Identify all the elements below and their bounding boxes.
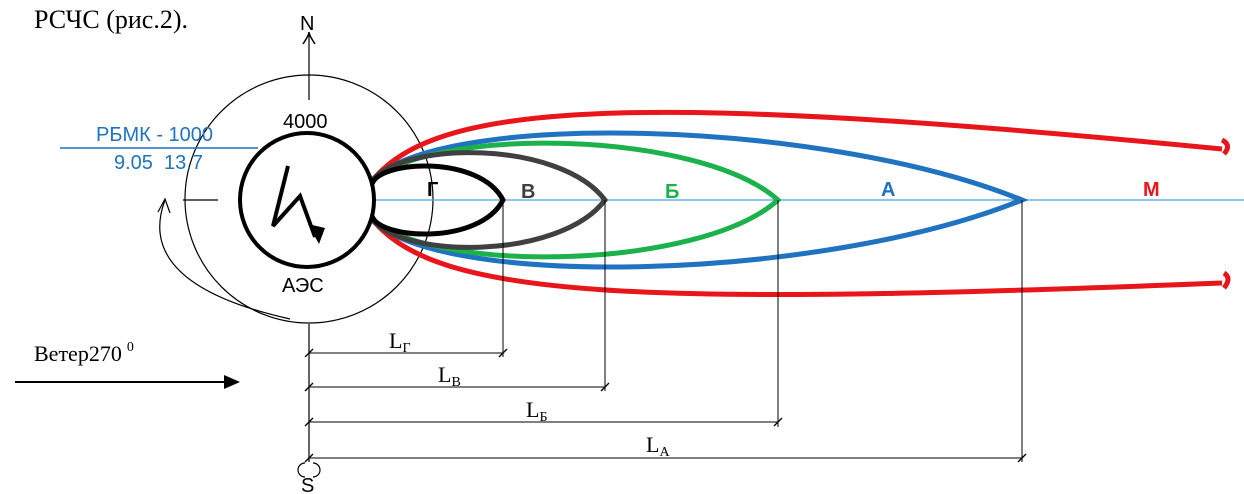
zone-m-cap-bottom — [1221, 270, 1231, 290]
dimension-la — [304, 453, 1027, 463]
zone-label-b: Б — [665, 181, 679, 203]
dimension-label-la: LА — [646, 432, 670, 460]
radius-circle — [184, 74, 434, 324]
zone-m-outline-bottom — [367, 214, 1223, 298]
north-label: N — [300, 13, 314, 35]
zone-m-cap-top — [1220, 137, 1230, 156]
radius-label: 4000 — [283, 111, 328, 133]
dimension-lg — [304, 348, 508, 358]
dimension-label-lb: LБ — [526, 397, 548, 425]
south-arrow-icon — [297, 462, 321, 478]
dimension-lb — [304, 417, 783, 427]
zone-label-a: А — [881, 179, 895, 201]
lightning-icon — [271, 165, 317, 238]
plant-circle — [238, 131, 376, 269]
header-text: РСЧС (рис.2). — [34, 5, 188, 34]
reactor-type: РБМК - 1000 — [96, 124, 213, 146]
dimension-lv — [304, 382, 610, 392]
rotation-arc — [159, 199, 291, 320]
wind-degree: 0 — [127, 340, 134, 355]
reactor-values: 9.05 13.7 — [114, 152, 203, 174]
north-arrow-icon — [302, 31, 316, 45]
zone-label-m: М — [1143, 179, 1160, 201]
zone-label-v: В — [521, 181, 535, 203]
lightning-arrowhead-icon — [308, 224, 325, 244]
zone-m-outline — [367, 109, 1223, 186]
dimension-label-lg: LГ — [389, 328, 411, 356]
plant-label: АЭС — [282, 275, 324, 297]
wind-arrow-icon — [224, 375, 240, 389]
south-label: S — [301, 475, 314, 494]
rotation-arrow-icon — [157, 197, 171, 214]
dimension-label-lv: LВ — [438, 362, 461, 390]
zone-label-g: Г — [427, 179, 438, 201]
